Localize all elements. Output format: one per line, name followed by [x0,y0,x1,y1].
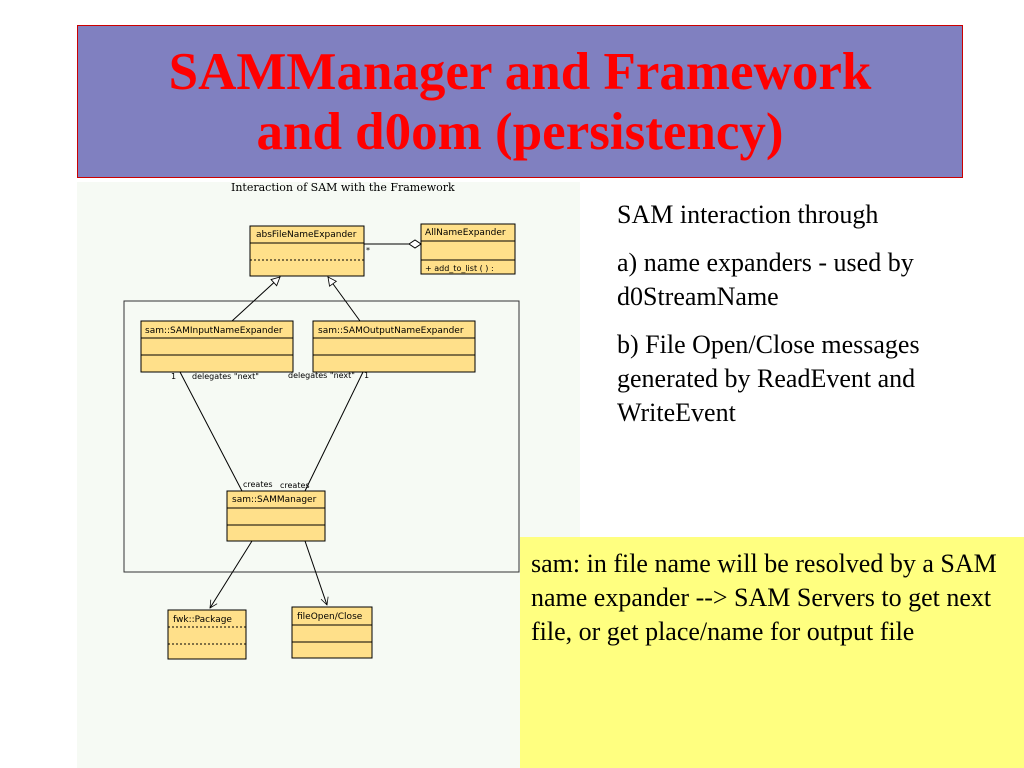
class-sam-input-name-expander: sam::SAMInputNameExpander [140,320,294,373]
note-text: sam: in file name will be resolved by a … [531,549,997,646]
uml-diagram-panel: Interaction of SAM with the Framework ab… [77,182,580,768]
inheritance-output-to-abs [328,277,361,322]
class-name-fwk-package: fwk::Package [173,615,232,625]
title-box: SAMManager and Framework and d0om (persi… [77,25,963,178]
all-name-expander-method: + add_to_list ( ) : [425,264,494,273]
delegates-label-left: delegates "next" [192,372,259,381]
uml-class-diagram: Interaction of SAM with the Framework ab… [123,182,520,660]
creates-label-right: creates [280,481,310,490]
association-input-manager [179,371,243,492]
class-name-abs-file-name-expander: absFileNameExpander [256,230,357,240]
bullet-intro: SAM interaction through [617,200,879,229]
inheritance-input-to-abs [231,277,280,322]
bullet-file-open-close: b) File Open/Close messages generated by… [617,330,920,427]
class-name-sam-manager: sam::SAMManager [232,495,317,505]
class-abs-file-name-expander: absFileNameExpander [249,225,365,277]
class-sam-output-name-expander: sam::SAMOutputNameExpander [312,320,476,373]
note-box: sam: in file name will be resolved by a … [520,537,1024,768]
aggregation-link: * [364,239,422,255]
multiplicity-star: * [366,246,370,255]
diagram-title: Interaction of SAM with the Framework [231,182,455,194]
class-sam-manager: sam::SAMManager [226,490,326,542]
bullet-text-block: SAM interaction through a) name expander… [617,198,1007,444]
class-name-file-open-close: fileOpen/Close [297,612,363,622]
dependency-manager-to-file-open-close [304,540,327,605]
class-name-sam-input-name-expander: sam::SAMInputNameExpander [145,326,283,336]
class-file-open-close: fileOpen/Close [291,606,373,659]
dependency-manager-to-package [210,540,253,608]
class-name-sam-output-name-expander: sam::SAMOutputNameExpander [318,326,464,336]
slide-title-line-1: SAMManager and Framework [168,42,872,101]
package-boundary [123,300,520,573]
bullet-name-expanders: a) name expanders - used by d0StreamName [617,248,914,311]
class-name-all-name-expander: AllNameExpander [425,228,506,238]
class-fwk-package: fwk::Package [167,609,247,660]
slide-title-line-2: and d0om (persistency) [256,102,784,161]
class-all-name-expander: AllNameExpander + add_to_list ( ) : [420,223,516,275]
multiplicity-left: 1 [171,372,176,381]
association-output-manager [304,371,364,492]
delegates-label-right: delegates "next" [288,371,355,380]
creates-label-left: creates [243,480,273,489]
multiplicity-right: 1 [364,371,369,380]
